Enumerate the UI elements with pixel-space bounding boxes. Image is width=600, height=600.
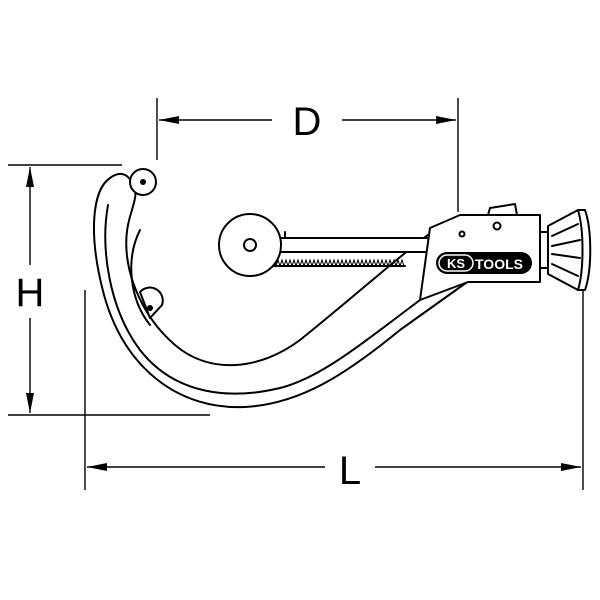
screw	[492, 221, 502, 231]
knob-rim	[577, 209, 584, 291]
screw	[458, 230, 466, 238]
knob-neck	[539, 231, 549, 269]
dimension-h: H	[8, 164, 210, 416]
dimension-label-h: H	[16, 271, 45, 315]
dimension-label-l: L	[339, 449, 361, 493]
feed-knob[interactable]	[539, 209, 592, 291]
jaw-inner-edge	[130, 229, 151, 326]
roller-pin	[147, 305, 153, 311]
logo-tools: TOOLS	[475, 256, 523, 272]
knob-body	[547, 209, 592, 291]
jaw-groove	[104, 204, 421, 395]
dimension-l: L	[84, 290, 584, 493]
roller-lower	[139, 286, 164, 319]
pipe-cutter: KS TOOLS	[92, 168, 592, 409]
ks-tools-logo: KS TOOLS	[436, 252, 532, 274]
roller-pin	[140, 179, 146, 185]
release-button	[487, 203, 518, 216]
wheel-axle	[243, 238, 257, 252]
jaw-body	[92, 172, 471, 409]
dimension-label-d: D	[293, 100, 322, 144]
dimension-d: D	[156, 98, 459, 212]
logo-ks: KS	[447, 256, 465, 271]
